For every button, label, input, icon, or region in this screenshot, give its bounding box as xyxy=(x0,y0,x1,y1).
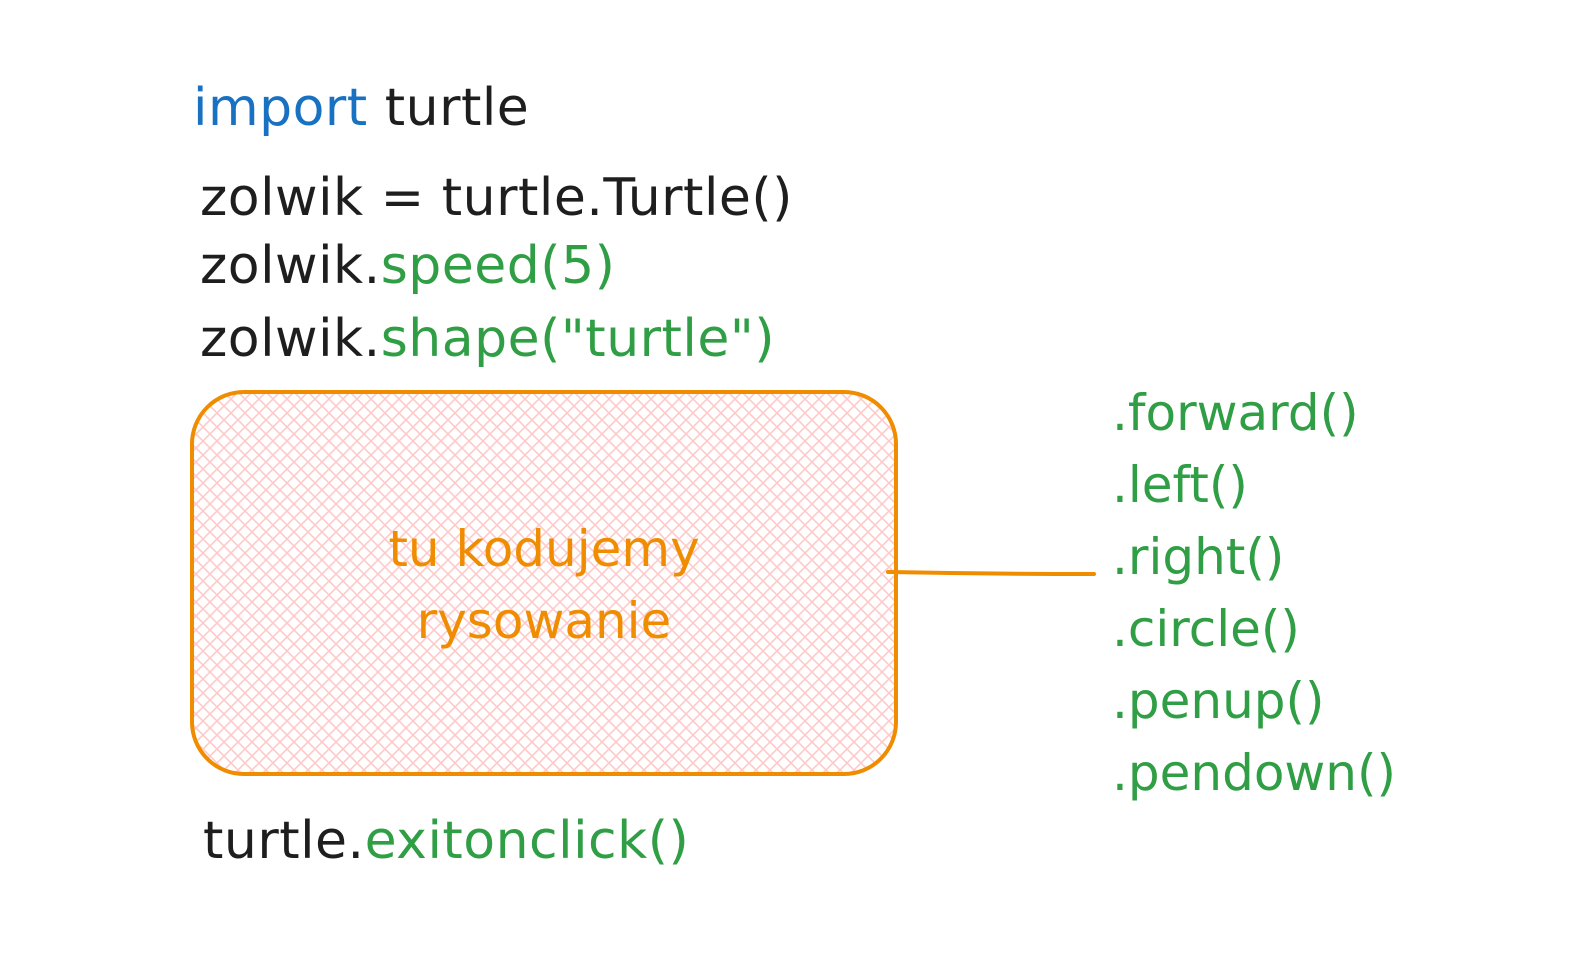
code-line-create-turtle: zolwik = turtle.Turtle() xyxy=(200,172,793,224)
coding-area-box xyxy=(190,390,898,776)
code-line-shape: zolwik.shape("turtle") xyxy=(200,313,775,365)
create-turtle-statement: zolwik = turtle.Turtle() xyxy=(200,168,793,228)
import-keyword: import xyxy=(193,78,368,138)
method-left: .left() xyxy=(1112,456,1248,514)
import-module: turtle xyxy=(384,78,530,138)
code-line-import: import turtle xyxy=(193,82,529,134)
speed-call: speed(5) xyxy=(380,236,616,296)
coding-area-label-line2: rysowanie xyxy=(416,592,672,650)
coding-area-label-line1: tu kodujemy xyxy=(388,520,700,578)
method-penup: .penup() xyxy=(1112,672,1325,730)
method-right: .right() xyxy=(1112,528,1285,586)
connector-line xyxy=(886,570,1096,576)
exit-call: exitonclick() xyxy=(364,811,690,871)
shape-call: shape("turtle") xyxy=(380,309,776,369)
method-forward: .forward() xyxy=(1112,384,1359,442)
method-pendown: .pendown() xyxy=(1112,744,1397,802)
method-circle: .circle() xyxy=(1112,600,1300,658)
shape-object: zolwik. xyxy=(200,309,381,369)
code-line-speed: zolwik.speed(5) xyxy=(200,240,615,292)
speed-object: zolwik. xyxy=(200,236,381,296)
code-line-exit: turtle.exitonclick() xyxy=(203,815,689,867)
methods-list: .forward() .left() .right() .circle() .p… xyxy=(1112,388,1396,820)
exit-object: turtle. xyxy=(203,811,365,871)
